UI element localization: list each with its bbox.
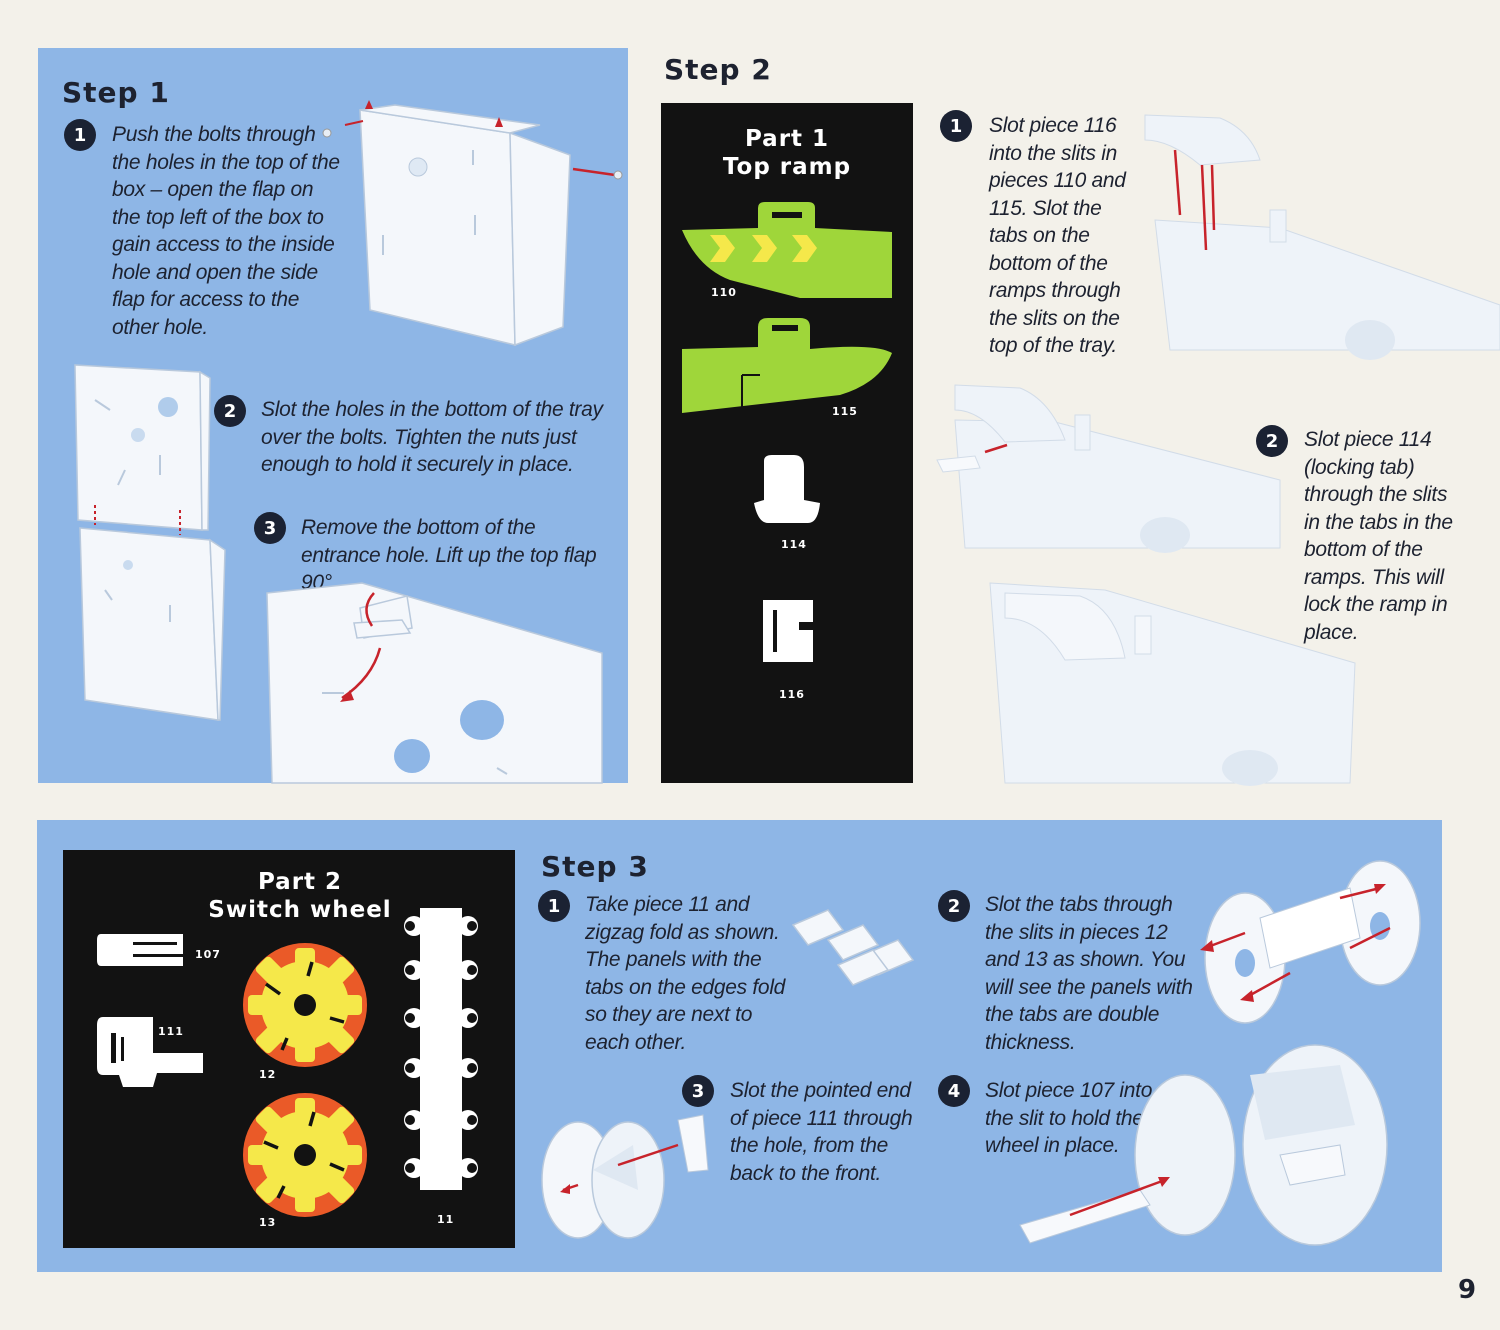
step2-locking-tab-illustration xyxy=(936,384,1281,553)
piece-111-label: 111 xyxy=(158,1025,184,1038)
step3-item2-number: 2 xyxy=(938,890,970,922)
step3-item3-text: Slot the pointed end of piece 111 throug… xyxy=(730,1079,913,1185)
piece-110-ramp-icon xyxy=(682,202,892,298)
step3-item4-number: 4 xyxy=(938,1075,970,1107)
piece-12-label: 12 xyxy=(259,1068,277,1081)
piece-12-gear-icon xyxy=(243,943,367,1067)
part1-title-line1: Part 1 xyxy=(744,126,830,152)
step1-item2-number: 2 xyxy=(214,395,246,427)
piece-115-ramp-icon xyxy=(682,318,892,413)
step1-tray-illustration xyxy=(74,364,226,721)
part1-title-line2: Top ramp xyxy=(722,154,852,180)
page-number: 9 xyxy=(1458,1275,1477,1305)
step2-item1-text: Slot piece 116 into the slits in pieces … xyxy=(989,114,1126,357)
piece-114-locking-tab-icon xyxy=(754,455,820,523)
step1-heading: Step 1 xyxy=(62,76,170,109)
step3-item1-number: 1 xyxy=(538,890,570,922)
step3-complete-wheel-illustration xyxy=(1019,1044,1388,1246)
step3-item2-text: Slot the tabs through the slits in piece… xyxy=(985,893,1193,1054)
piece-11-label: 11 xyxy=(437,1213,455,1226)
step3-heading: Step 3 xyxy=(541,850,649,883)
step2-item2-text: Slot piece 114 (locking tab) through the… xyxy=(1304,428,1453,644)
piece-111-icon xyxy=(97,1017,203,1087)
step2-item1-number: 1 xyxy=(940,110,972,142)
piece-13-label: 13 xyxy=(259,1216,277,1229)
piece-116-label: 116 xyxy=(779,688,805,701)
step3-item3-number: 3 xyxy=(682,1075,714,1107)
step1-item2-text: Slot the holes in the bottom of the tray… xyxy=(261,398,603,476)
step1-flap-illustration xyxy=(266,582,603,784)
step1-item1-text: Push the bolts through the holes in the … xyxy=(112,123,340,339)
part2-title-line2: Switch wheel xyxy=(208,897,392,923)
piece-13-gear-icon xyxy=(243,1093,367,1217)
step3-zigzag-fold-illustration xyxy=(791,909,915,986)
step1-item1-number: 1 xyxy=(64,119,96,151)
step3-wheel-tabs-illustration xyxy=(1200,860,1421,1024)
part2-title-line1: Part 2 xyxy=(257,869,343,895)
step2-ramp-assembly-illustration xyxy=(1144,114,1500,360)
step2-heading: Step 2 xyxy=(664,53,772,86)
piece-107-icon xyxy=(97,934,183,966)
piece-114-label: 114 xyxy=(781,538,807,551)
step1-box-illustration xyxy=(322,100,623,347)
step1-item3-number: 3 xyxy=(254,512,286,544)
piece-11-strip-icon xyxy=(404,908,478,1190)
piece-116-icon xyxy=(763,600,813,662)
step2-final-ramp-illustration xyxy=(989,582,1356,786)
step3-piece111-wheel-illustration xyxy=(541,1114,709,1239)
piece-107-label: 107 xyxy=(195,948,221,961)
step3-item1-text: Take piece 11 and zigzag fold as shown. … xyxy=(585,893,786,1054)
piece-115-label: 115 xyxy=(832,405,858,418)
piece-110-label: 110 xyxy=(711,286,737,299)
step2-item2-number: 2 xyxy=(1256,425,1288,457)
step3-item4-text: Slot piece 107 into the slit to hold the… xyxy=(985,1079,1153,1157)
